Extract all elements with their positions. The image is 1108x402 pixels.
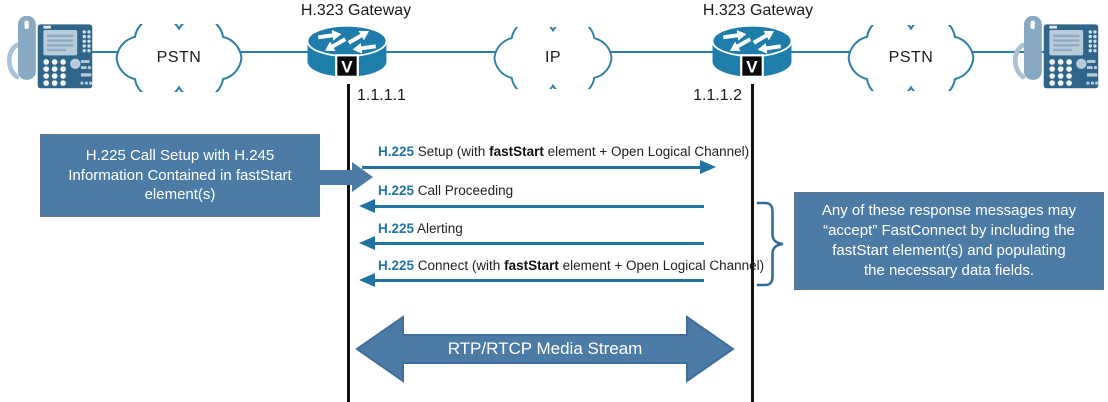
cloud-label: PSTN xyxy=(888,49,934,66)
right-callout-box: Any of these response messages may “acce… xyxy=(794,192,1104,290)
message-call-proceeding: H.225 Call Proceeding xyxy=(378,183,514,198)
callout-line: Any of these response messages may xyxy=(821,202,1077,220)
alerting-arrow-head-icon xyxy=(359,236,375,250)
cloud-icon xyxy=(493,27,613,89)
connect-arrow xyxy=(374,279,704,282)
protocol-label: H.225 xyxy=(378,221,415,236)
connect-arrow-head-icon xyxy=(359,273,375,287)
callout-arrow xyxy=(318,170,352,185)
rtp-media-stream-arrow: RTP/RTCP Media Stream xyxy=(355,313,735,385)
voice-gateway-badge: V xyxy=(335,54,359,78)
double-arrow-icon xyxy=(355,315,735,383)
pstn-cloud-left: PSTN xyxy=(112,24,246,92)
callout-line: the necessary data fields. xyxy=(863,261,1035,279)
cloud-label: PSTN xyxy=(156,49,202,66)
timeline-left-gateway xyxy=(347,84,350,402)
svg-text:V: V xyxy=(341,57,353,76)
cloud-label: IP xyxy=(544,49,562,66)
message-setup: H.225 Setup (with fastStart element + Op… xyxy=(378,144,750,159)
ip-phone-icon xyxy=(6,15,93,89)
router-icon-right: V xyxy=(711,24,793,78)
svg-text:V: V xyxy=(746,57,758,76)
message-connect: H.225 Connect (with fastStart element + … xyxy=(378,258,765,273)
protocol-label: H.225 xyxy=(378,258,415,273)
ip-cloud: IP xyxy=(484,27,622,89)
callout-line: Information Contained in fastStart xyxy=(68,166,292,184)
callout-line: element(s) xyxy=(144,186,216,204)
gateway-ip-left: 1.1.1.1 xyxy=(357,87,406,104)
h323-gateway-label-left: H.323 Gateway xyxy=(300,2,412,19)
timeline-right-gateway xyxy=(751,84,754,402)
cloud-icon xyxy=(847,25,975,91)
left-callout-box: H.225 Call Setup with H.245 Information … xyxy=(40,134,320,217)
protocol-label: H.225 xyxy=(378,183,415,198)
router-icon-left: V xyxy=(306,24,388,78)
cloud-icon xyxy=(115,24,243,92)
setup-arrow xyxy=(362,166,700,169)
callout-line: H.225 Call Setup with H.245 xyxy=(85,146,275,164)
h323-gateway-label-right: H.323 Gateway xyxy=(702,2,814,19)
call-proceeding-arrow xyxy=(374,205,704,208)
rtp-label: RTP/RTCP Media Stream xyxy=(447,339,643,358)
pstn-cloud-right: PSTN xyxy=(842,25,980,91)
callout-line: fastStart element(s) and populating xyxy=(832,242,1066,259)
ip-phone-icon xyxy=(1012,15,1099,89)
callout-line: “accept” FastConnect by including the xyxy=(823,222,1075,240)
alerting-arrow xyxy=(374,242,704,245)
message-alerting: H.225 Alerting xyxy=(378,221,463,236)
setup-arrow-head-icon xyxy=(700,160,716,174)
response-group-brace-icon xyxy=(756,201,784,287)
callout-arrow-head-icon xyxy=(352,162,373,192)
call-proceeding-arrow-head-icon xyxy=(359,199,375,213)
protocol-label: H.225 xyxy=(378,144,415,159)
gateway-ip-right: 1.1.1.2 xyxy=(693,87,742,104)
voice-gateway-badge: V xyxy=(740,54,764,78)
